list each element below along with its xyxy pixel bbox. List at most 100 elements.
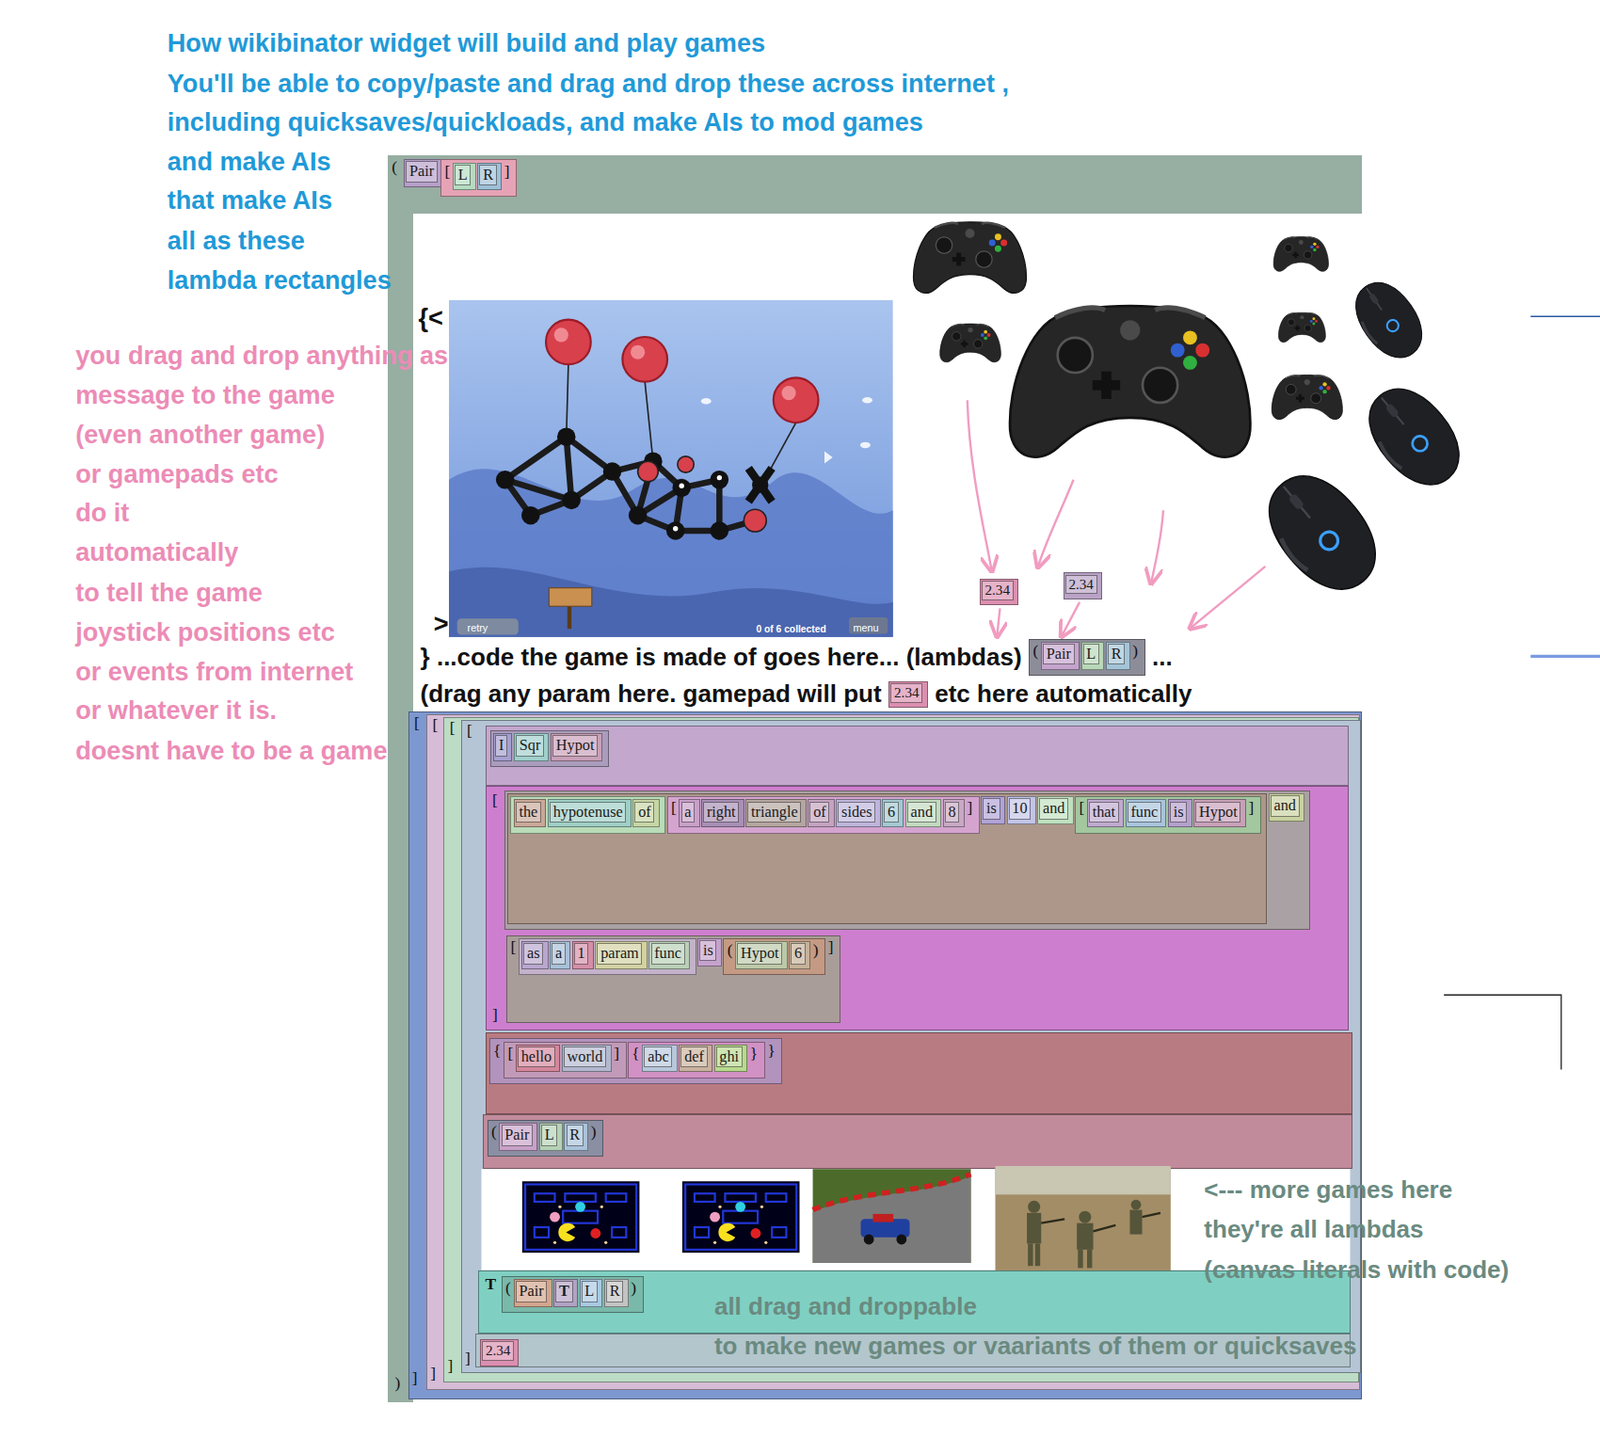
circle-shape [591, 1228, 602, 1239]
ellipse-shape [701, 398, 712, 405]
lambda-word: of [632, 799, 659, 828]
lambda-word: Hypot [735, 941, 787, 970]
annotation-text: to tell the game [75, 577, 263, 609]
text-anchor: ] [411, 1369, 419, 1390]
text-anchor: doesnt have to be a game [75, 736, 387, 768]
text-anchor: 0 of 6 collected [755, 619, 826, 637]
word-text: func [1127, 801, 1162, 823]
word-text: Hypot [736, 943, 783, 964]
lambda-word: L [452, 162, 477, 192]
rect-shape [611, 1227, 626, 1238]
use-shape [1353, 373, 1476, 501]
g-shape [638, 456, 768, 532]
lambda-box: [helloworld] [503, 1041, 626, 1079]
g-shape [1026, 1200, 1142, 1269]
lambda-word: def [678, 1044, 713, 1073]
bracket-text: { [630, 1044, 640, 1065]
annotation-text: all as these [167, 225, 305, 257]
nest-band: thehypotenuseof[arighttriangleofsides6an… [504, 790, 1311, 930]
bracket-text: ] [1247, 799, 1255, 819]
circle-shape [559, 1205, 562, 1209]
circle-shape [638, 461, 659, 482]
path-shape [1151, 510, 1164, 584]
lambda-word: is [1168, 799, 1193, 828]
word-text: L [454, 164, 471, 186]
lambda-word: and [1268, 793, 1305, 822]
lambda-word: Pair [403, 159, 443, 188]
rect-shape [606, 1193, 627, 1202]
bracket-text: [ [506, 1044, 514, 1065]
use-shape [682, 1181, 800, 1253]
g-shape [448, 300, 894, 638]
bracket-text: ) [812, 941, 820, 961]
bracket-text: } [766, 1041, 776, 1062]
rect-shape [548, 588, 592, 608]
lambda-box: [arighttriangleofsides6and8] [667, 796, 980, 833]
circle-shape [557, 427, 576, 447]
text-anchor: [ [491, 791, 499, 812]
annotation-text: or gamepads etc [75, 459, 278, 491]
lambda-word: 2.34 [979, 578, 1019, 606]
bracket-text: ) [1131, 641, 1139, 662]
bracket-text: ] [503, 162, 512, 183]
word-text: 6 [790, 943, 806, 964]
circle-shape [600, 1205, 604, 1209]
bracket-text: ) [393, 1374, 401, 1394]
rect-shape [522, 1181, 640, 1253]
nest-band: ISqrHypot [490, 730, 609, 768]
rect-shape [448, 300, 894, 638]
lambda-word: and [1037, 796, 1073, 825]
g-shape [967, 400, 1266, 638]
g-shape [745, 465, 776, 504]
annotation-text: all drag and droppable [714, 1292, 977, 1322]
line-shape [1530, 315, 1600, 318]
rect-shape [534, 1227, 549, 1238]
rect-shape [873, 1214, 895, 1223]
circle-shape [1131, 1200, 1142, 1211]
circle-shape [622, 336, 668, 383]
annotation-text: you drag and drop anything as [75, 340, 448, 372]
word-text: L [541, 1124, 558, 1146]
circle-shape [710, 470, 730, 490]
word-text: 2.34 [890, 683, 923, 704]
path-shape [813, 1174, 972, 1211]
bracket-text: [ [509, 938, 517, 959]
bracket-text: ] [827, 938, 835, 959]
bracket-text: ] [464, 1349, 472, 1370]
word-text: is [1169, 801, 1187, 823]
circle-shape [773, 377, 819, 423]
word-text: func [651, 943, 686, 964]
lambda-word: 10 [1007, 796, 1037, 825]
annotation-text: joystick positions etc [75, 617, 336, 649]
path-shape [813, 1176, 972, 1264]
g-shape [566, 364, 797, 488]
annotation-text: > [433, 608, 449, 640]
lambda-box: {[helloworld]{abcdefghi}} [489, 1038, 783, 1085]
bracket-text: [ [448, 719, 457, 739]
word-text: Pair [501, 1124, 534, 1146]
text-anchor: or whatever it is. [75, 695, 277, 727]
path-shape [996, 608, 1000, 637]
circle-shape [666, 521, 686, 541]
lambda-word: 6 [788, 941, 811, 970]
bracket-text: T [483, 1275, 497, 1296]
text-anchor: ] [491, 1006, 499, 1026]
circle-shape [554, 327, 569, 342]
bracket-text: { [492, 1041, 502, 1062]
bracket-text: ( [390, 158, 399, 178]
line-shape [1093, 1225, 1117, 1232]
word-text: 8 [944, 801, 960, 823]
bracket-text: ( [490, 1122, 498, 1143]
word-text: 2.34 [481, 1341, 514, 1361]
circle-shape [496, 470, 515, 490]
circle-shape [549, 1212, 560, 1223]
lambda-word: I [493, 733, 512, 762]
lambda-word: 6 [881, 799, 904, 828]
circle-shape [864, 1234, 875, 1246]
use-shape [1273, 237, 1328, 272]
text-anchor: they're all lambdas [1203, 1215, 1424, 1245]
g-shape [545, 320, 818, 424]
circle-shape [553, 1241, 557, 1245]
path-shape [448, 468, 894, 637]
lambda-word: R [1105, 641, 1131, 671]
